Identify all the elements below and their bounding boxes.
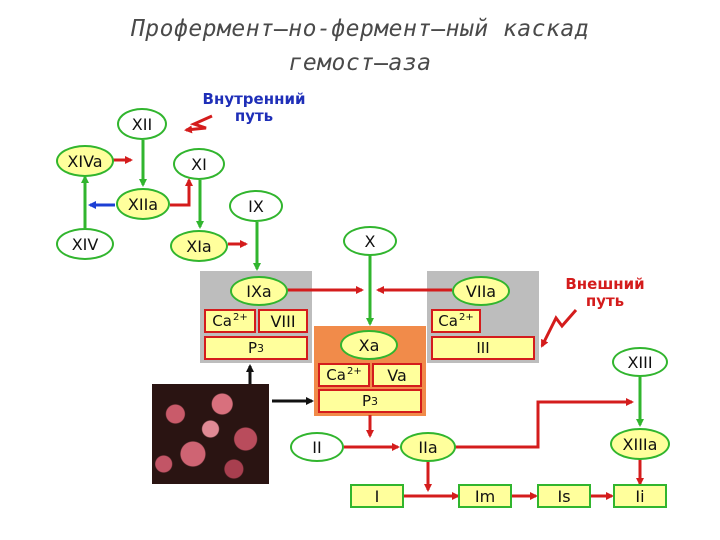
intrinsic-label-line1: Внутренний (202, 90, 306, 108)
title-line-2: гемост̶аза (288, 50, 432, 76)
p3-letter: P (247, 339, 258, 357)
fibrin-monomer-im: Im (458, 484, 512, 508)
factor-iia: IIa (400, 432, 456, 462)
factor-viia: VIIa (452, 276, 510, 306)
title-line-1: Профермент̶но-фермент̶ный каскад (130, 16, 590, 42)
factor-x: X (343, 226, 397, 256)
extrinsic-pathway-label: Внешний путь (555, 276, 655, 310)
factor-xiia: XIIa (116, 188, 170, 220)
factor-viii: VIII (258, 309, 308, 333)
intrinsic-label-line2: путь (234, 107, 274, 125)
factor-xii: XII (117, 108, 167, 140)
platelet-micrograph (152, 384, 269, 484)
factor-ii: II (290, 432, 344, 462)
calcium-label: Ca (326, 366, 346, 384)
extrinsic-label-line2: путь (585, 292, 625, 310)
factor-xiiia: XIIIa (610, 428, 670, 460)
factor-va: Va (372, 363, 422, 387)
factor-xiv: XIV (56, 228, 114, 260)
factor-xi: XI (173, 148, 225, 180)
calcium-charge: 2+ (346, 365, 362, 377)
calcium-charge: 2+ (458, 311, 474, 323)
factor-xa: Xa (340, 330, 398, 360)
intrinsic-zigzag-arrow (184, 114, 213, 134)
extrinsic-label-line1: Внешний (565, 275, 645, 293)
p3-subscript: 3 (257, 341, 265, 355)
factor-xiva: XIVa (56, 145, 114, 177)
p3-subscript: 3 (371, 394, 379, 408)
soluble-fibrin-is: Is (537, 484, 591, 508)
factor-iii: III (431, 336, 535, 360)
calcium-label: Ca (212, 312, 232, 330)
factor-xia: XIa (170, 230, 228, 262)
extrinsic-zigzag-arrow (540, 309, 578, 348)
calcium-label: Ca (438, 312, 458, 330)
calcium-charge: 2+ (232, 311, 248, 323)
p3-letter: P (361, 392, 372, 410)
arrow-xiia-to-xi (170, 178, 193, 207)
factor-ixa: IXa (230, 276, 288, 306)
arrow-iia-to-xiii (455, 398, 634, 449)
factor-iii-label: III (476, 339, 490, 357)
factor-ix: IX (229, 190, 283, 222)
factor-xiii: XIII (612, 347, 668, 377)
insoluble-fibrin-ii: Ii (613, 484, 667, 508)
fibrinogen-i: I (350, 484, 404, 508)
intrinsic-pathway-label: Внутренний путь (194, 91, 314, 125)
